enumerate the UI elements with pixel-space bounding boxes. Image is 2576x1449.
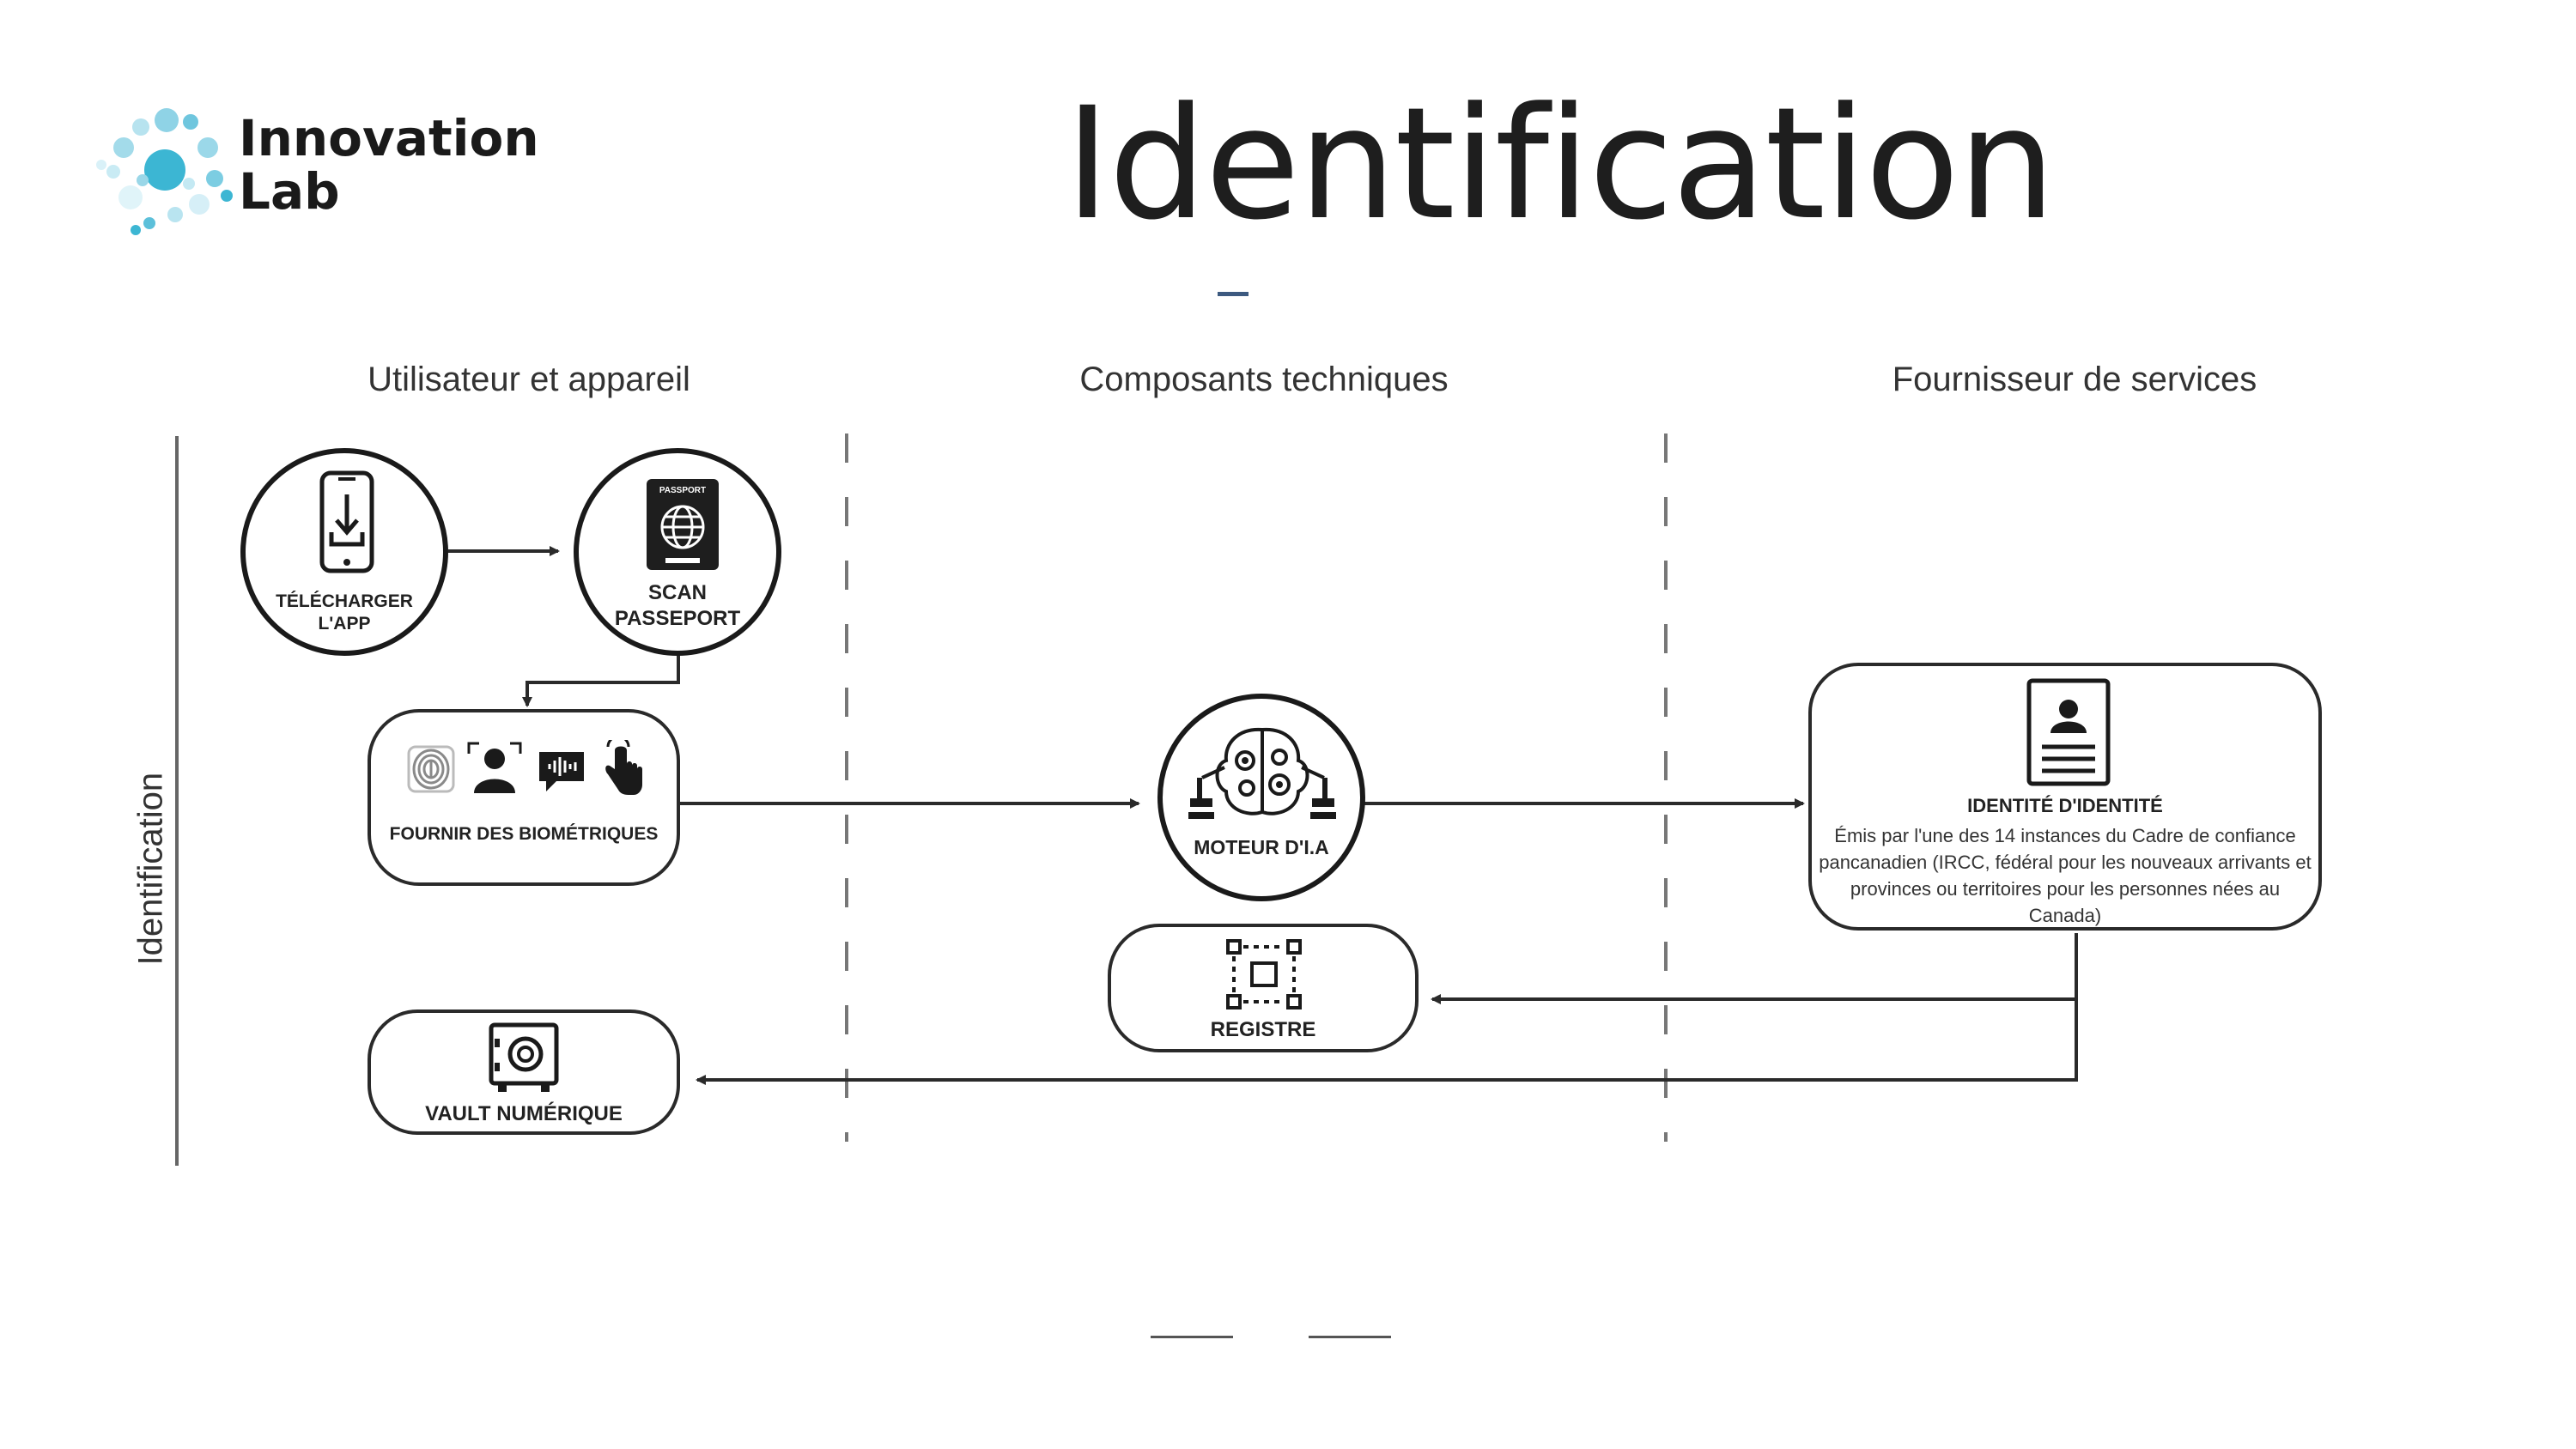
- globe-icon: [660, 505, 705, 549]
- innovation-lab-logo-icon: [96, 108, 233, 235]
- arrow-identity-to-registry: [1431, 933, 2078, 1004]
- ai-brain-icon: [1188, 727, 1336, 819]
- logo-line-1: Innovation: [239, 109, 539, 167]
- column-header-user: Utilisateur et appareil: [368, 361, 690, 398]
- footer-rule-left: [1151, 1336, 1233, 1338]
- voice-recognition-icon: [539, 752, 584, 791]
- vault-label: VAULT NUMÉRIQUE: [425, 1102, 623, 1125]
- id-document-icon: [2026, 678, 2111, 786]
- identity-title: IDENTITÉ D'IDENTITÉ: [1967, 795, 2163, 816]
- page-title: Identification: [1065, 75, 2056, 254]
- passport-badge: PASSPORT: [659, 486, 707, 495]
- column-header-tech: Composants techniques: [1079, 361, 1449, 398]
- phone-download-icon: [319, 470, 374, 573]
- ai-engine-label: MOTEUR D'I.A: [1194, 836, 1329, 858]
- node-download-app: TÉLÉCHARGER L'APP: [240, 448, 448, 656]
- node-ai-engine: MOTEUR D'I.A: [1157, 694, 1365, 901]
- column-header-provider: Fournisseur de services: [1892, 361, 2257, 398]
- logo-line-2: Lab: [239, 162, 340, 221]
- biometrics-label: FOURNIR DES BIOMÉTRIQUES: [389, 824, 659, 844]
- node-registry: REGISTRE: [1108, 924, 1419, 1052]
- node-scan-passport: PASSPORT SCAN PASSEPORT: [574, 448, 781, 656]
- arrow-scan-to-biometrics: [522, 652, 680, 707]
- safe-icon: [489, 1022, 559, 1092]
- face-id-icon: [467, 742, 522, 793]
- title-accent-rule: [1218, 292, 1249, 296]
- node-biometrics: FOURNIR DES BIOMÉTRIQUES: [368, 709, 680, 886]
- arrow-identity-to-vault: [696, 999, 2078, 1085]
- node-identity: IDENTITÉ D'IDENTITÉ Émis par l'une des 1…: [1808, 663, 2322, 931]
- logo-wordmark: Innovation Lab: [239, 112, 539, 218]
- scan-passport-label: SCAN PASSEPORT: [614, 581, 741, 630]
- passport-icon: PASSPORT: [647, 479, 719, 570]
- fingerprint-icon: [407, 745, 455, 793]
- node-vault: VAULT NUMÉRIQUE: [368, 1009, 680, 1135]
- registry-icon: [1226, 939, 1302, 1009]
- footer-rule-right: [1309, 1336, 1391, 1338]
- touch-icon: [605, 740, 642, 795]
- identity-description: Émis par l'une des 14 instances du Cadre…: [1819, 825, 2312, 926]
- registry-label: REGISTRE: [1210, 1018, 1316, 1041]
- download-app-label: TÉLÉCHARGER L'APP: [276, 591, 413, 634]
